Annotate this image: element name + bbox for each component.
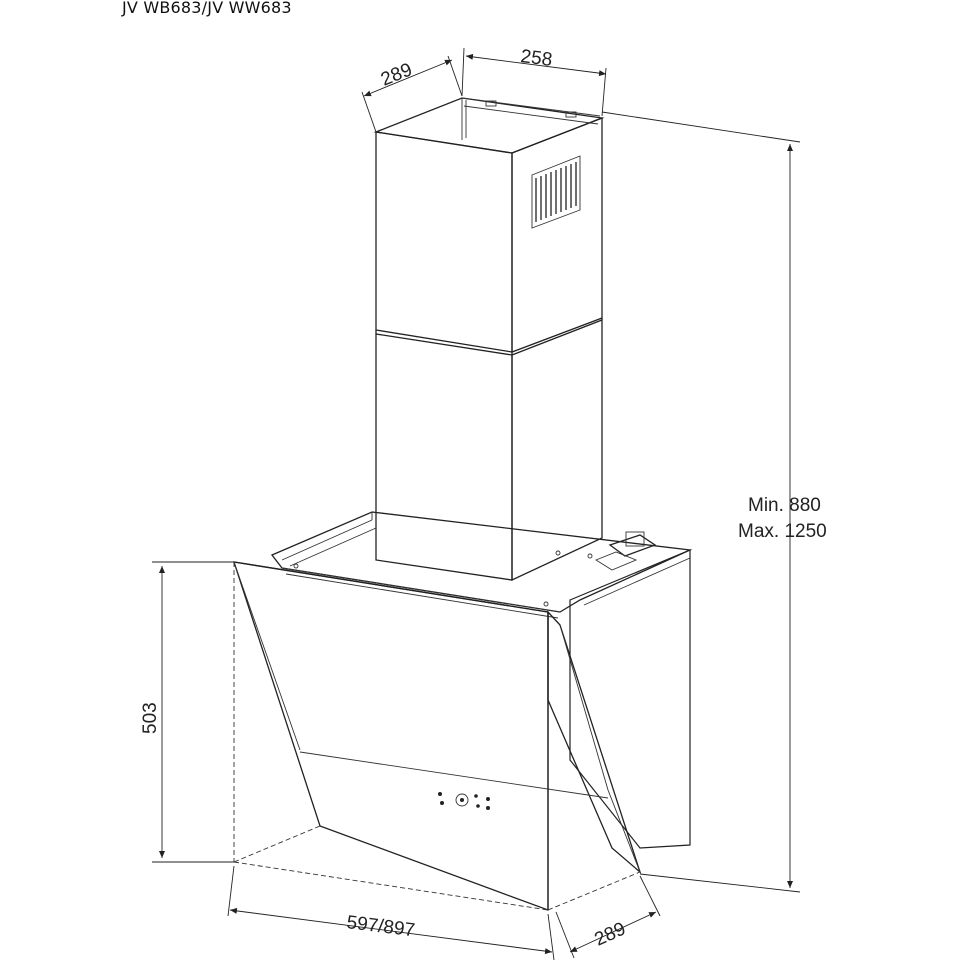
dim-hood-height-label: 503 (140, 702, 161, 734)
dim-hood-height: 503 (140, 561, 234, 863)
dim-hood-depth: 289 (555, 875, 661, 959)
model-title: JV WB683/JV WW683 (122, 0, 292, 17)
dim-chimney-depth: 289 (361, 55, 463, 133)
chimney-upper (373, 97, 605, 353)
dim-hood-width: 597/897 (227, 865, 555, 961)
control-panel (438, 792, 490, 810)
dim-chimney-width-label: 258 (519, 46, 553, 71)
dim-chimney-width: 258 (461, 46, 607, 117)
wall-plate (569, 549, 691, 849)
mounting-frame (270, 511, 693, 619)
chimney-lower (375, 318, 603, 582)
vent-grille (531, 155, 581, 229)
dim-height-max-label: Max. 1250 (738, 521, 827, 542)
hood-footprint (233, 562, 641, 911)
dim-height-min-label: Min. 880 (748, 495, 821, 516)
dim-chimney-depth-label: 289 (378, 59, 415, 90)
dim-total-height: Min. 880 Max. 1250 (601, 111, 827, 893)
dim-hood-width-label: 597/897 (345, 912, 416, 941)
dim-hood-depth-label: 289 (591, 918, 629, 950)
